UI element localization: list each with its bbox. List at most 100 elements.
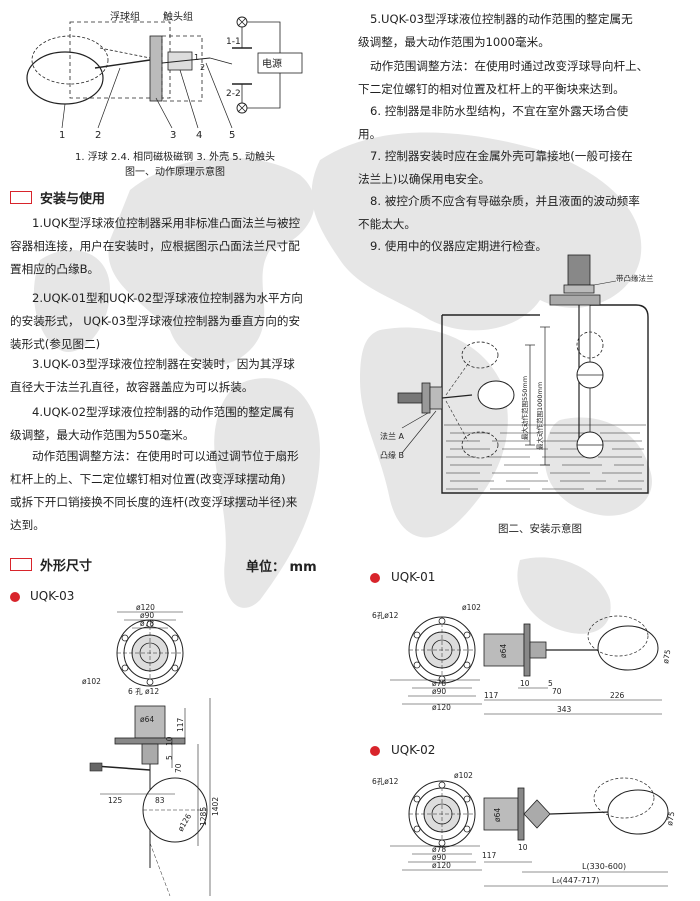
figure-1-principle-diagram: 浮球组 触头组 电源 1-1 2-2 1 2 1 2 3 4 5 [26, 10, 303, 141]
line: 置相应的凸缘B。 [10, 262, 100, 276]
line: 8. 被控介质不应含有导磁杂质，并且液面的波动频率 [370, 194, 640, 208]
section-marker-install [10, 191, 32, 204]
figure-2-installation-diagram: 带凸缘法兰 法兰 A 凸缘 B 最大动作范围550mm 最大动作范围1000mm [380, 254, 654, 494]
uqk03-v5: 5 [165, 755, 174, 760]
line: 容器相连接，用户在安装时，应根据图示凸面法兰尺寸配 [10, 239, 300, 253]
right-paragraph-7: 7. 控制器安装时应在金属外壳可靠接地(一般可接在 法兰上)以确保用电安全。 [358, 145, 692, 191]
fig1-part-1: 1 [59, 130, 65, 141]
uqk03-d64: ø64 [140, 715, 154, 724]
right-paragraph-9: 9. 使用中的仪器应定期进行检查。 [358, 235, 692, 258]
install-paragraph-2: 2.UQK-01型和UQK-02型浮球液位控制器为水平方向 的安装形式， UQK… [10, 287, 336, 356]
line: 或拆下开口销接换不同长度的连杆(改变浮球摆动半径)来 [10, 495, 298, 509]
uqk02-v10: 10 [518, 843, 528, 852]
right-paragraph-5b: 动作范围调整方法：在使用时通过改变浮球导向杆上、 下二定位螺钉的相对位置及杠杆上… [358, 55, 692, 101]
uqk01-v5: 5 [548, 679, 553, 688]
fig2-flange-b-label: 凸缘 B [380, 450, 404, 460]
line: 的安装形式， UQK-03型浮球液位控制器为垂直方向的安 [10, 314, 301, 328]
uqk01-d78: ø78 [432, 679, 446, 688]
line: 级调整，最大动作范围为1000毫米。 [358, 35, 550, 49]
right-paragraph-6: 6. 控制器是非防水型结构，不宜在室外露天场合使 用。 [358, 100, 692, 146]
fig1-contact-1: 1 [194, 53, 199, 62]
install-paragraph-3: 3.UQK-03型浮球液位控制器在安装时，因为其浮球 直径大于法兰孔直径，故容器… [10, 353, 336, 399]
right-paragraph-5: 5.UQK-03型浮球液位控制器的动作范围的整定属无 级调整，最大动作范围为10… [358, 8, 692, 54]
uqk01-d64: ø64 [499, 644, 508, 658]
uqk01-v226: 226 [610, 691, 625, 700]
uqk01-drawing: 6孔ø12 ø102 ø64 ø75 ø78 ø90 ø120 10 5 117… [372, 603, 672, 715]
unit-label: 单位： mm [246, 560, 317, 575]
line: 5.UQK-03型浮球液位控制器的动作范围的整定属无 [370, 12, 633, 26]
model-marker-uqk03 [10, 592, 20, 602]
install-paragraph-5: 动作范围调整方法：在使用时可以通过调节位于扇形 杠杆上的上、下二定位螺钉相对位置… [10, 445, 336, 537]
install-paragraph-1: 1.UQK型浮球液位控制器采用非标准凸面法兰与被控 容器相连接，用户在安装时，应… [10, 212, 336, 281]
line: 7. 控制器安装时应在金属外壳可靠接地(一般可接在 [370, 149, 633, 163]
fig1-part-4: 4 [196, 130, 202, 141]
line: 动作范围调整方法：在使用时通过改变浮球导向杆上、 [370, 59, 649, 73]
uqk03-h125: 125 [108, 796, 123, 805]
uqk01-d75: ø75 [661, 649, 672, 665]
uqk01-holes: 6孔ø12 [372, 611, 399, 620]
section-title-install: 安装与使用 [40, 192, 106, 207]
line: 级调整，最大动作范围为550毫米。 [10, 428, 195, 442]
uqk02-d64: ø64 [493, 808, 502, 822]
line: 下二定位螺钉的相对位置及杠杆上的平衡块来达到。 [358, 82, 625, 96]
line: 1.UQK型浮球液位控制器采用非标准凸面法兰与被控 [32, 216, 301, 230]
fig2-flange-tape-label: 带凸缘法兰 [616, 273, 654, 283]
model-title-uqk02: UQK-02 [391, 743, 436, 757]
uqk03-v70: 70 [174, 763, 183, 773]
fig2-range-1000-label: 最大动作范围1000mm [535, 382, 544, 450]
fig2-range-550-label: 最大动作范围550mm [520, 376, 529, 440]
uqk02-d78: ø78 [432, 845, 446, 854]
uqk01-v70: 70 [552, 687, 562, 696]
model-marker-uqk01 [370, 573, 380, 583]
uqk02-d90: ø90 [432, 853, 446, 862]
uqk02-d102: ø102 [454, 771, 473, 780]
fig1-caption-line1: 1. 浮球 2.4. 相同磁极磁钢 3. 外壳 5. 动触头 [75, 152, 275, 163]
uqk01-d90: ø90 [432, 687, 446, 696]
model-marker-uqk02 [370, 746, 380, 756]
uqk02-drawing: 6孔ø12 ø102 ø64 ø75 ø78 ø90 ø120 10 117 L… [372, 771, 676, 887]
fig1-power-label: 电源 [262, 57, 282, 70]
fig1-part-3: 3 [170, 130, 176, 141]
uqk03-v1285: 1285 [199, 807, 208, 826]
line: 法兰上)以确保用电安全。 [358, 172, 491, 186]
uqk03-v10: 10 [165, 736, 174, 746]
fig1-float-group-label: 浮球组 [110, 10, 140, 23]
uqk02-L0: L₀(447-717) [552, 876, 599, 885]
uqk01-d120: ø120 [432, 703, 451, 712]
fig1-contact-2: 2 [200, 63, 205, 72]
uqk03-v117: 117 [176, 717, 185, 732]
line: 9. 使用中的仪器应定期进行检查。 [370, 239, 548, 253]
fig1-label-2-2: 2-2 [226, 89, 241, 99]
right-paragraph-8: 8. 被控介质不应含有导磁杂质，并且液面的波动频率 不能太大。 [358, 190, 692, 236]
uqk03-v1402: 1402 [211, 797, 220, 816]
fig1-contact-group-label: 触头组 [163, 10, 193, 23]
fig2-flange-a-label: 法兰 A [380, 431, 405, 441]
section-marker-dimensions [10, 558, 32, 571]
model-title-uqk03: UQK-03 [30, 589, 75, 603]
uqk01-v10: 10 [520, 679, 530, 688]
line: 杠杆上的上、下二定位螺钉相对位置(改变浮球摆动角) [10, 472, 286, 486]
uqk02-d120: ø120 [432, 861, 451, 870]
fig1-part-2: 2 [95, 130, 101, 141]
line: 达到。 [10, 518, 45, 532]
uqk01-v343: 343 [557, 705, 572, 714]
line: 2.UQK-01型和UQK-02型浮球液位控制器为水平方向 [32, 291, 303, 305]
uqk01-d102: ø102 [462, 603, 481, 612]
line: 用。 [358, 127, 382, 141]
fig2-caption: 图二、安装示意图 [498, 523, 582, 535]
line: 动作范围调整方法：在使用时可以通过调节位于扇形 [32, 449, 299, 463]
line: 装形式(参见图二) [10, 337, 101, 351]
line: 不能太大。 [358, 217, 416, 231]
line: 3.UQK-03型浮球液位控制器在安装时，因为其浮球 [32, 357, 295, 371]
uqk03-holes: 6 孔 ø12 [128, 687, 159, 696]
uqk02-holes: 6孔ø12 [372, 777, 399, 786]
uqk03-h83: 83 [155, 796, 165, 805]
uqk02-d75: ø75 [665, 811, 676, 827]
model-title-uqk01: UQK-01 [391, 570, 436, 584]
uqk03-d90: ø90 [140, 611, 154, 620]
install-paragraph-4: 4.UQK-02型浮球液位控制器的动作范围的整定属有 级调整，最大动作范围为55… [10, 401, 336, 447]
line: 4.UQK-02型浮球液位控制器的动作范围的整定属有 [32, 405, 295, 419]
uqk01-v117: 117 [484, 691, 499, 700]
line: 6. 控制器是非防水型结构，不宜在室外露天场合使 [370, 104, 629, 118]
